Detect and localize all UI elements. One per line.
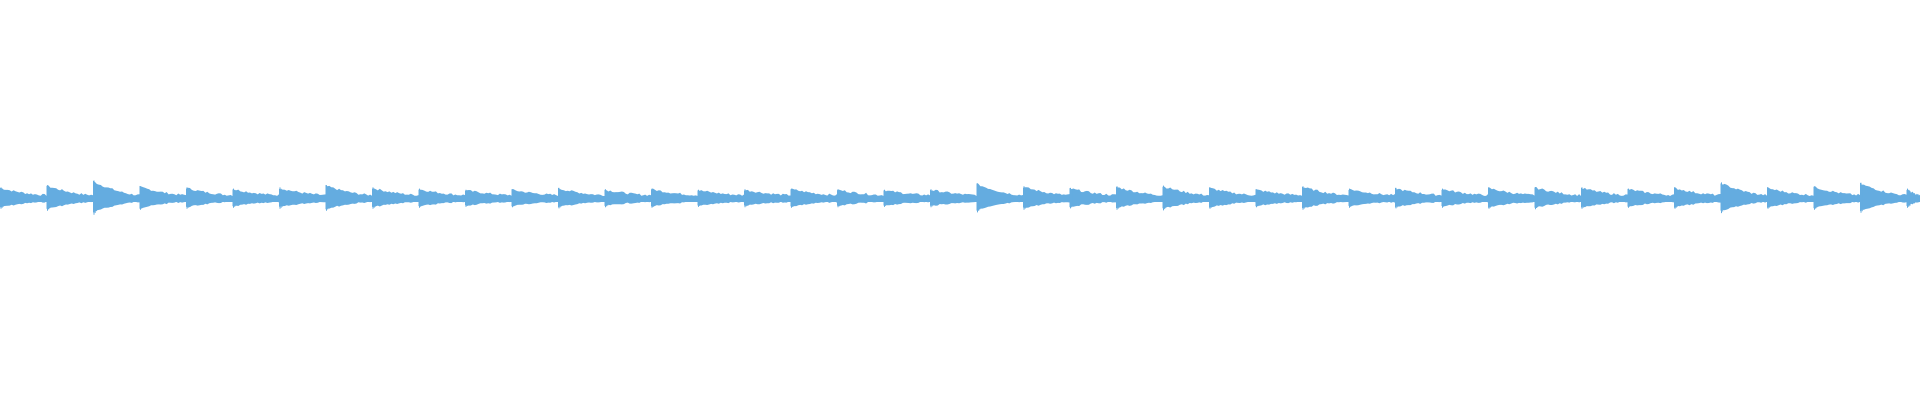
waveform-segment — [1627, 188, 1674, 207]
waveform-segment — [1441, 189, 1488, 207]
waveform-segment — [46, 185, 93, 209]
waveform-segment — [1348, 188, 1395, 207]
waveform-segment — [1488, 187, 1535, 208]
waveform-segment — [1674, 187, 1721, 208]
waveform-segment — [930, 189, 977, 206]
waveform-segment — [1720, 183, 1767, 211]
waveform-segment — [1209, 187, 1256, 208]
waveform-segment — [1767, 187, 1814, 208]
waveform-segment — [0, 188, 47, 208]
waveform-segments — [0, 180, 1920, 215]
waveform-segment — [465, 190, 512, 206]
waveform-segment — [744, 189, 791, 206]
waveform-segment — [186, 187, 233, 208]
waveform-segment — [279, 188, 326, 207]
waveform-segment — [1395, 187, 1442, 208]
waveform-segment — [1581, 187, 1628, 208]
waveform-segment — [511, 189, 558, 207]
waveform-segment — [651, 188, 698, 207]
waveform-segment — [1023, 187, 1070, 208]
waveform-segment — [1534, 187, 1581, 208]
waveform-segment — [837, 189, 884, 206]
waveform-segment — [883, 190, 930, 206]
waveform-segment — [558, 187, 605, 208]
waveform-segment — [418, 189, 465, 207]
waveform-segment — [604, 189, 651, 206]
waveform-segment — [1255, 189, 1302, 207]
waveform-segment — [697, 190, 744, 206]
waveform-segment — [1069, 188, 1116, 208]
waveform-segment — [976, 183, 1023, 211]
waveform-segment — [790, 188, 837, 207]
waveform-segment — [1116, 187, 1163, 208]
waveform-segment — [372, 188, 419, 207]
waveform-segment — [93, 180, 140, 213]
waveform-segment — [325, 184, 372, 210]
waveform-segment — [1860, 182, 1907, 212]
waveform-segment — [139, 185, 186, 209]
waveform-segment — [1162, 186, 1209, 209]
waveform-segment — [232, 189, 279, 207]
waveform-segment — [1813, 186, 1860, 209]
waveform-segment — [1302, 186, 1349, 209]
